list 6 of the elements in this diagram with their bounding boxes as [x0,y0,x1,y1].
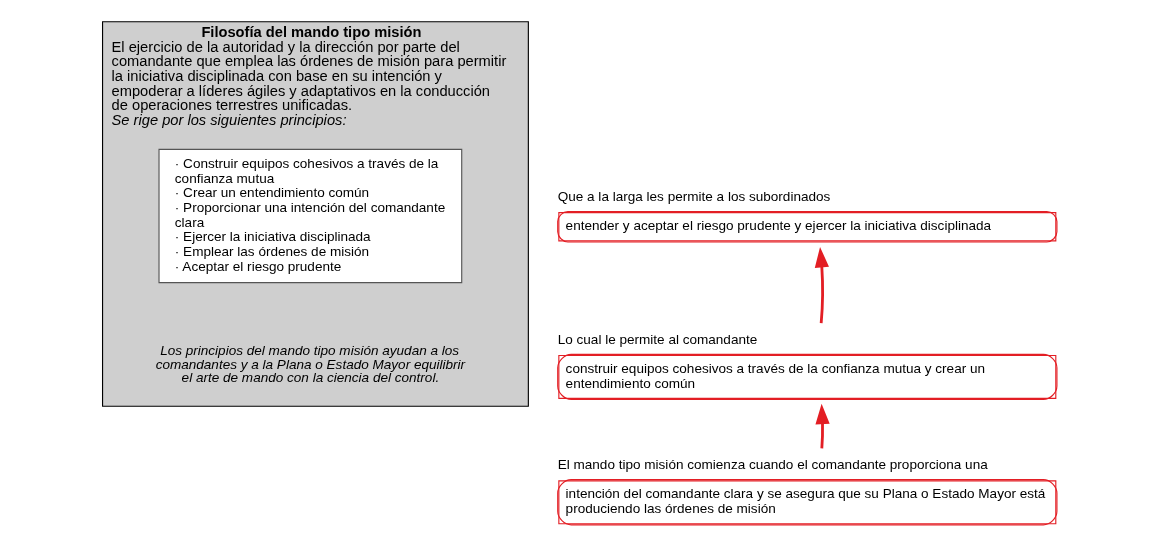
arrow [814,247,829,324]
node-label: El mando tipo misión comienza cuando el comandante proporciona una [557,457,988,473]
arrow [814,403,830,449]
node-label: Lo cual le permite al comandante [557,331,757,347]
node-label: Que a la larga les permite a los subordinados [557,188,830,204]
node-box: · Construir equipos cohesivos a través de la confianza mutua · Crear un entendimiento común · Proporcionar una intención del comandante clara · Ejercer la iniciativa disciplinada · Emplear las órdenes de misión · Aceptar el riesgo prudente [157,148,462,284]
